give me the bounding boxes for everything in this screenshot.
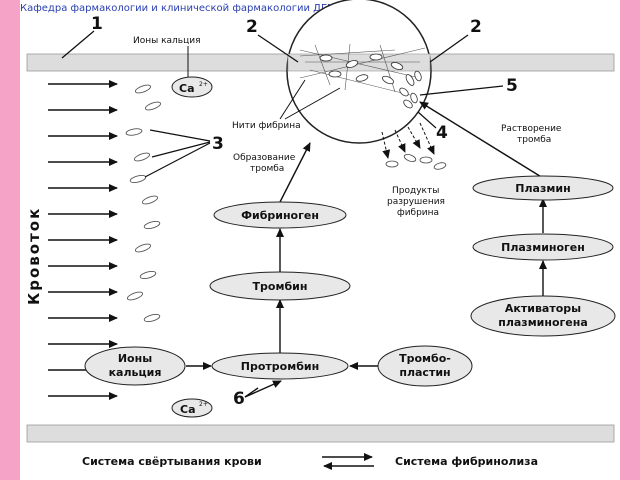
label-4: 4 xyxy=(436,123,448,143)
platelets xyxy=(125,84,162,323)
fibrin-threads-label: Нити фибрина xyxy=(232,121,301,131)
ca-symbol-bottom: Ca xyxy=(180,403,196,416)
node-calcium-label-2: кальция xyxy=(109,366,162,379)
pointer-1 xyxy=(61,30,95,59)
label-2-right: 2 xyxy=(470,17,482,37)
page-header: Кафедра фармакологии и клинической фарма… xyxy=(20,3,378,14)
calcium-ions-label: Ионы кальция xyxy=(133,36,201,46)
blood-flow-arrows xyxy=(48,80,118,400)
node-thromboplastin-label-2: пластин xyxy=(399,366,450,379)
node-thrombin-label: Тромбин xyxy=(253,280,308,293)
node-plasmin-label: Плазмин xyxy=(515,182,570,195)
fibrinolysis-system-label: Система фибринолиза xyxy=(395,455,538,468)
label-5: 5 xyxy=(506,76,518,96)
trapped-platelets xyxy=(319,53,422,109)
pointer-2-right xyxy=(429,34,469,63)
degradation-label-2: разрушения xyxy=(387,197,445,207)
blood-flow-label: Кровоток xyxy=(25,207,43,305)
node-calcium-ions xyxy=(84,346,186,386)
node-plasminogen xyxy=(472,233,614,261)
right-pink-border xyxy=(620,0,640,480)
pointer-4 xyxy=(417,111,437,129)
node-prothrombin xyxy=(211,352,349,380)
degradation-label-1: Продукты xyxy=(392,186,439,196)
label-2-left: 2 xyxy=(246,17,258,37)
node-thromboplastin xyxy=(377,345,473,387)
vessel-wall-bottom xyxy=(26,424,615,443)
node-plasmin xyxy=(472,175,614,201)
ca-charge-top: 2+ xyxy=(199,81,208,88)
node-activators xyxy=(470,295,616,337)
fibrin-fragments xyxy=(385,154,447,170)
ca-ion-top xyxy=(171,76,213,98)
node-plasminogen-label: Плазминоген xyxy=(501,241,585,254)
degradation-label-3: фибрина xyxy=(397,208,439,218)
coagulation-arrows xyxy=(186,101,547,398)
ca-ion-bottom xyxy=(171,398,213,418)
pointer-2-left xyxy=(257,34,299,63)
dissolution-label-1: Растворение xyxy=(501,124,562,134)
bidirectional-arrows xyxy=(322,453,374,470)
pointer-5 xyxy=(419,85,504,96)
node-fibrinogen-label: Фибриноген xyxy=(241,209,319,222)
label-3: 3 xyxy=(212,134,224,154)
node-calcium-label-1: Ионы xyxy=(118,352,152,365)
node-thrombin xyxy=(209,271,351,301)
pointer-3 xyxy=(144,129,211,178)
node-activators-label-1: Активаторы xyxy=(505,302,581,315)
ca-charge-bottom: 2+ xyxy=(199,401,208,408)
thrombus-magnifier xyxy=(286,0,432,144)
node-thromboplastin-label-1: Тромбо- xyxy=(399,352,451,365)
coagulation-system-label: Система свёртывания крови xyxy=(82,455,262,468)
left-pink-border xyxy=(0,0,20,480)
wall-segment-in-magnifier xyxy=(287,53,431,72)
ca-symbol-top: Ca xyxy=(179,82,195,95)
dissolution-label-2: тромба xyxy=(517,135,551,145)
pointer-fibrin xyxy=(279,79,341,120)
fibrin-threads xyxy=(299,43,426,96)
thrombus-formation-label-2: тромба xyxy=(250,164,284,174)
label-1: 1 xyxy=(91,14,103,34)
degradation-arrows xyxy=(381,122,435,159)
node-fibrinogen xyxy=(213,201,347,229)
node-prothrombin-label: Протромбин xyxy=(241,360,319,373)
label-6: 6 xyxy=(233,389,245,409)
node-activators-label-2: плазминогена xyxy=(498,316,588,329)
thrombus-formation-label-1: Образование xyxy=(233,153,296,163)
